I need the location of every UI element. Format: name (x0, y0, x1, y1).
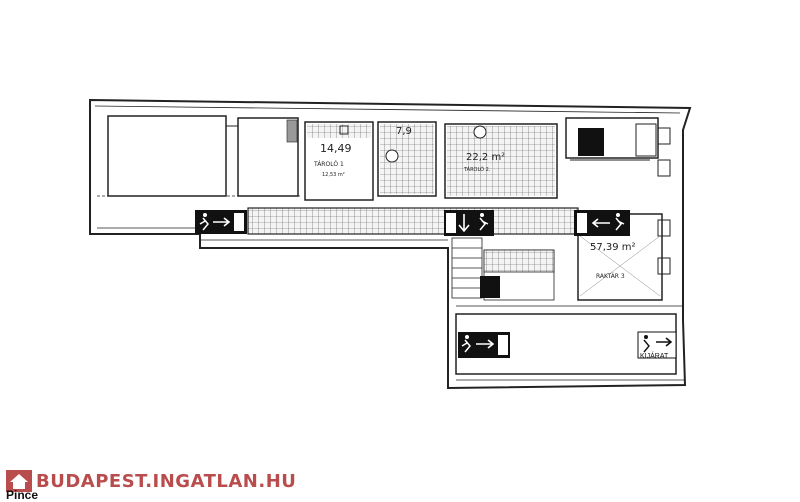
room-name-label: RAKTÁR 3 (596, 273, 625, 280)
exit-label: KIJÁRAT (640, 351, 669, 360)
exit-sign-kijarat: KIJÁRAT (637, 331, 677, 360)
room-area-label: 14,49 (320, 142, 352, 155)
room-left-large (97, 115, 300, 197)
outer-walls (89, 98, 692, 390)
exit-sign-right-icon (195, 210, 247, 234)
watermark: BUDAPEST.INGATLAN.HU (6, 467, 297, 495)
storage-room-2: 7,9 (377, 121, 437, 197)
right-upper-rooms (565, 117, 671, 275)
corridor (200, 207, 579, 241)
watermark-text: BUDAPEST.INGATLAN.HU (36, 470, 297, 492)
room-area-label: 7,9 (396, 126, 412, 137)
storage-room-3: 22,2 m² TÁROLÓ 2. (444, 123, 558, 199)
floor-caption: Pince (6, 488, 39, 502)
room-name-label: TÁROLÓ 2. (463, 166, 491, 173)
storage-room-1: 14,49 TÁROLÓ 1 12,53 m² (304, 121, 374, 201)
exit-sign-left-icon (574, 210, 630, 236)
house-logo-icon (6, 470, 32, 492)
room-area-label: 57,39 m² (590, 242, 636, 253)
fire-extinguisher-icon (578, 128, 604, 156)
room-name-label: TÁROLÓ 1 (313, 161, 344, 168)
room-area-label: 22,2 m² (466, 152, 505, 163)
room-size-label: 12,53 m² (322, 172, 345, 178)
exit-sign-down-icon (444, 210, 494, 236)
exit-sign-right-icon (458, 332, 510, 358)
staircase (451, 237, 555, 301)
